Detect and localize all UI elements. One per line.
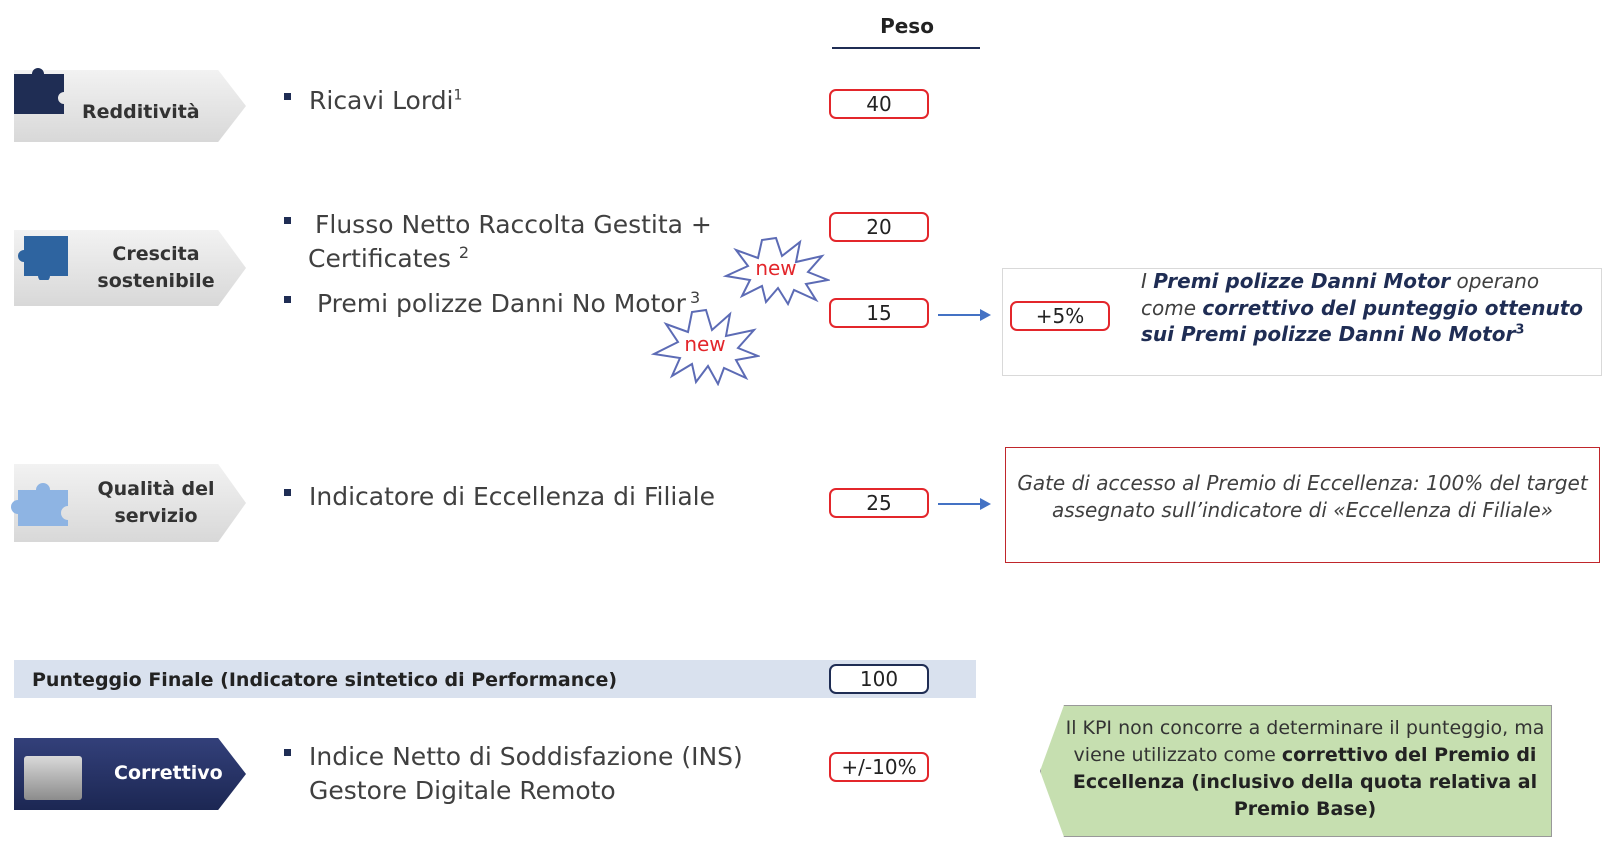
weight-box: 25 xyxy=(829,488,929,518)
category-qualita: Qualità del servizio xyxy=(14,464,246,542)
category-label: Correttivo xyxy=(114,762,223,784)
gate-note-panel xyxy=(1005,447,1600,563)
new-badge: new xyxy=(650,306,762,387)
arrow-head xyxy=(980,309,991,321)
header-underline xyxy=(832,47,980,49)
arrow-head xyxy=(980,498,991,510)
kpi-ricavi-lordi: Ricavi Lordi1 xyxy=(284,84,462,118)
kpi-eccellenza-filiale: Indicatore di Eccellenza di Filiale xyxy=(284,480,715,514)
total-label: Punteggio Finale (Indicatore sintetico d… xyxy=(32,669,618,691)
burst-icon xyxy=(650,308,762,387)
burst-icon xyxy=(722,236,832,307)
category-label-line1: Crescita xyxy=(112,243,200,266)
kpi-ins-gestore: Indice Netto di Soddisfazione (INS) Gest… xyxy=(284,740,743,808)
card-icon xyxy=(24,756,82,800)
puzzle-icon xyxy=(11,483,68,526)
motor-note-text: I Premi polizze Danni Motor operano come… xyxy=(1141,269,1584,347)
weight-column-header: Peso xyxy=(880,14,934,38)
puzzle-icon xyxy=(18,236,68,280)
connector-arrow xyxy=(938,314,982,316)
kpi-note-callout: Il KPI non concorre a determinare il pun… xyxy=(1040,705,1552,837)
total-value-box: 100 xyxy=(829,664,929,694)
kpi-flusso-netto: Flusso Netto Raccolta Gestita + Certific… xyxy=(284,208,754,276)
category-label-line2: sostenibile xyxy=(97,270,215,292)
category-label-line2: servizio xyxy=(114,505,198,527)
puzzle-icon xyxy=(14,68,64,114)
corrective-box: +5% xyxy=(1010,301,1110,331)
kpi-note-text: Il KPI non concorre a determinare il pun… xyxy=(1065,717,1545,820)
weight-box: 20 xyxy=(829,212,929,242)
correttivo-value-box: +/-10% xyxy=(829,752,929,782)
gate-note-text: Gate di accesso al Premio di Eccellenza:… xyxy=(1017,471,1588,522)
total-band xyxy=(14,660,976,698)
weight-box: 40 xyxy=(829,89,929,119)
category-correttivo: Correttivo xyxy=(14,738,246,810)
connector-arrow xyxy=(938,503,982,505)
new-badge: new xyxy=(722,234,832,307)
weight-box: 15 xyxy=(829,298,929,328)
category-label-line1: Qualità del xyxy=(97,478,215,501)
category-label: Redditività xyxy=(82,100,200,123)
